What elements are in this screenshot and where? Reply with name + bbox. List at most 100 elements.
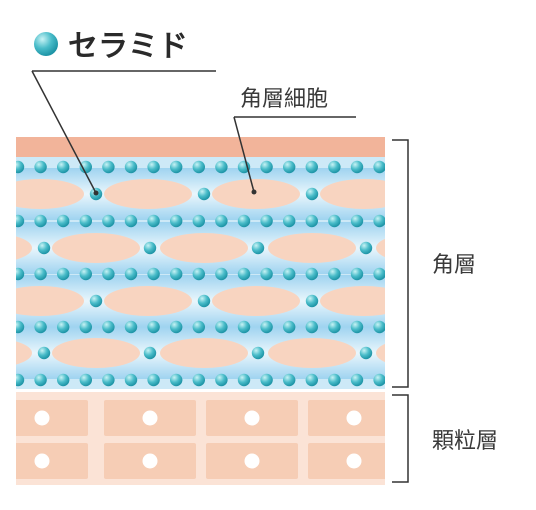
- ceramide-dot: [16, 373, 25, 387]
- ceramide-dot: [124, 160, 138, 174]
- corneocyte-cell: [104, 286, 192, 316]
- stratum-corneum-label: 角層: [432, 253, 476, 278]
- ceramide-dot: [79, 373, 93, 387]
- corneocyte-cell: [320, 179, 385, 209]
- granular-cell: [16, 400, 88, 436]
- granular-cells: [16, 400, 385, 479]
- legend-title: セラミド: [68, 29, 188, 64]
- surface-layer: [16, 137, 385, 157]
- ceramide-dot: [16, 214, 25, 228]
- corneocyte-cell: [268, 233, 356, 263]
- ceramide-dot: [251, 241, 265, 255]
- corneocyte-label-group: 角層細胞: [234, 87, 356, 118]
- ceramide-dot: [124, 373, 138, 387]
- ceramide-dot: [215, 160, 228, 174]
- ceramide-dot: [124, 267, 138, 281]
- ceramide-dot: [350, 160, 364, 174]
- ceramide-dot: [215, 320, 228, 334]
- granular-cell-nucleus: [244, 410, 260, 426]
- ceramide-dot: [16, 267, 25, 281]
- ceramide-dot: [57, 373, 70, 387]
- stratum-granulosum-label: 顆粒層: [432, 429, 498, 454]
- granular-cell-nucleus: [142, 453, 158, 469]
- ceramide-dot: [283, 320, 296, 334]
- ceramide-leader-line: [31, 70, 97, 194]
- ceramide-dot: [170, 214, 183, 228]
- ceramide-dot: [237, 373, 251, 387]
- ceramide-dot: [37, 241, 51, 255]
- corneocyte-cell: [52, 233, 140, 263]
- ceramide-dot: [89, 294, 103, 308]
- ceramide-dot: [283, 214, 296, 228]
- ceramide-dot: [34, 214, 47, 228]
- corneocyte-cell: [212, 179, 300, 209]
- corneocyte-cell: [376, 343, 385, 363]
- ceramide-dot: [260, 214, 273, 228]
- ceramide-dot: [373, 373, 385, 387]
- ceramide-dot: [237, 214, 251, 228]
- ceramide-dot: [170, 320, 183, 334]
- ceramide-dot: [192, 214, 205, 228]
- corneocyte-cell: [16, 341, 32, 365]
- corneocyte-cell: [160, 233, 248, 263]
- ceramide-dot: [124, 214, 138, 228]
- ceramide-dot: [328, 320, 341, 334]
- ceramide-dot: [197, 187, 211, 201]
- ceramide-dot: [192, 267, 205, 281]
- ceramide-dot: [283, 373, 296, 387]
- ceramide-dot: [328, 214, 341, 228]
- ceramide-dot: [237, 267, 251, 281]
- ceramide-dot: [350, 373, 364, 387]
- ceramide-dot: [57, 214, 70, 228]
- ceramide-dot: [305, 214, 318, 228]
- ceramide-dot: [260, 160, 273, 174]
- corneocyte-cell: [16, 286, 84, 316]
- ceramide-dot: [192, 373, 205, 387]
- ceramide-dot: [124, 320, 138, 334]
- granular-cell-nucleus: [244, 453, 260, 469]
- ceramide-dot: [170, 160, 183, 174]
- ceramide-dot: [147, 373, 160, 387]
- ceramide-dot: [350, 320, 364, 334]
- ceramide-dot: [359, 346, 373, 360]
- ceramide-dot: [305, 187, 319, 201]
- ceramide-dot: [147, 160, 160, 174]
- ceramide-dot: [305, 320, 318, 334]
- ceramide-dot: [305, 373, 318, 387]
- corneocyte-cell: [268, 338, 356, 368]
- ceramide-dot: [102, 373, 115, 387]
- corneocyte-leader-dot: [251, 189, 257, 195]
- corneocyte-cell: [104, 179, 192, 209]
- ceramide-dot: [192, 160, 205, 174]
- ceramide-dot: [79, 267, 93, 281]
- ceramide-dot: [350, 214, 364, 228]
- ceramide-dot: [215, 214, 228, 228]
- ceramide-dot: [260, 320, 273, 334]
- ceramide-dot: [215, 373, 228, 387]
- ceramide-dot: [283, 160, 296, 174]
- ceramide-dot: [170, 267, 183, 281]
- ceramide-dot: [170, 373, 183, 387]
- ceramide-dot: [328, 267, 341, 281]
- ceramide-dot: [34, 160, 47, 174]
- ceramide-dot: [305, 160, 318, 174]
- ceramide-dot: [251, 346, 265, 360]
- stratum-corneum-bracket: [392, 139, 409, 388]
- ceramide-dot: [260, 267, 273, 281]
- ceramide-dots: [16, 160, 385, 387]
- corneocyte-label: 角層細胞: [240, 87, 328, 112]
- corneocyte-cell: [376, 238, 385, 258]
- ceramide-dot: [57, 160, 70, 174]
- granular-cell-nucleus: [346, 410, 362, 426]
- ceramide-dot: [57, 267, 70, 281]
- ceramide-dot: [16, 320, 25, 334]
- ceramide-dot: [57, 320, 70, 334]
- ceramide-dot: [37, 346, 51, 360]
- ceramide-dot: [79, 320, 93, 334]
- ceramide-dot: [147, 214, 160, 228]
- ceramide-dot: [373, 214, 385, 228]
- ceramide-leader-dot: [93, 190, 99, 196]
- ceramide-dot: [373, 267, 385, 281]
- granular-cell-nucleus: [34, 410, 50, 426]
- granular-cell-nucleus: [34, 453, 50, 469]
